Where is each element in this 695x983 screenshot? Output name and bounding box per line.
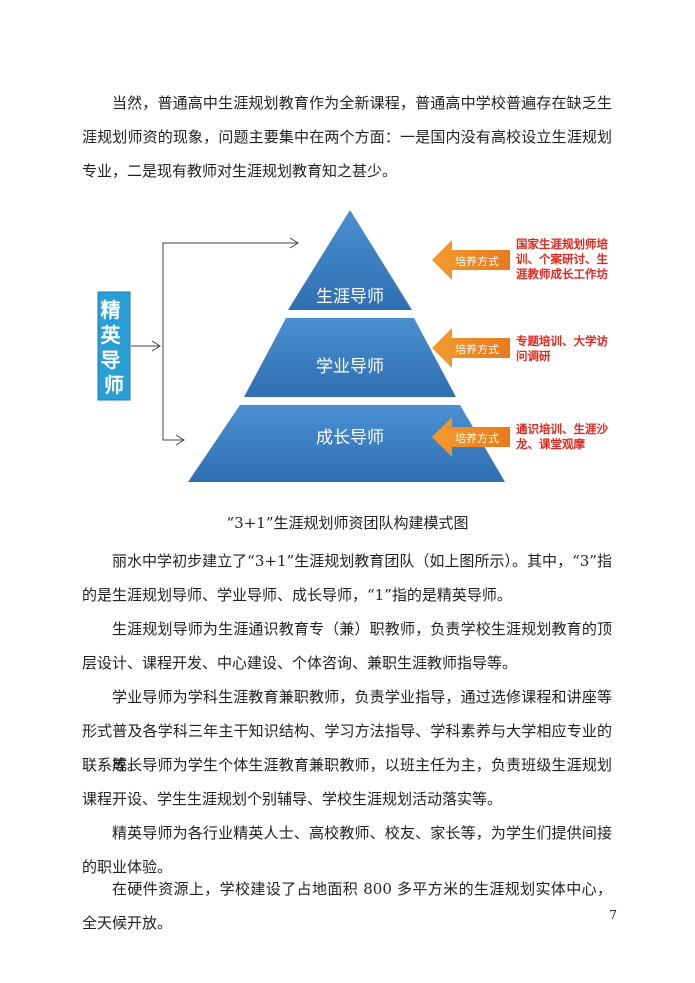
pyramid-tier-top [288,210,412,310]
svg-text:龙、课堂观摩: 龙、课堂观摩 [515,437,585,451]
svg-text:涯教师成长工作坊: 涯教师成长工作坊 [516,267,608,281]
tier-label-2: 学业导师 [316,357,384,377]
page-number: 7 [609,908,617,922]
svg-text:训、个案研讨、生: 训、个案研讨、生 [516,252,608,266]
arrow-label-1: 培养方式 [455,254,499,268]
paragraph-intro: 当然，普通高中生涯规划教育作为全新课程，普通高中学校普遍存在缺乏生涯规划师资的现… [82,94,612,180]
training-arrow-2: 培养方式 [432,328,510,368]
svg-text:国家生涯规划师培: 国家生涯规划师培 [516,237,608,251]
paragraph-academic-mentor: 学业导师为学科生涯教育兼职教师，负责学业指导，通过选修课程和讲座等形式普及各学科… [82,688,612,774]
side-box-label: 精 英 导 师 [101,298,128,397]
svg-text:通识培训、生涯沙: 通识培训、生涯沙 [516,422,608,436]
side-box [97,291,131,401]
team-structure-diagram: 生涯导师 学业导师 成长导师 精 英 导 师 培养方式 培养方式 培养方式 国家… [97,210,608,482]
svg-text:问调研: 问调研 [516,349,551,363]
paragraph-growth-mentor: 成长导师为学生个体生涯教育兼职教师，以班主任为主，负责班级生涯规划课程开设、学生… [82,756,612,808]
tier-label-3: 成长导师 [316,428,384,448]
arrow-label-2: 培养方式 [455,342,499,356]
svg-text:专题培训、大学访: 专题培训、大学访 [516,334,608,348]
pyramid-tier-middle [244,318,456,397]
method-text-3: 通识培训、生涯沙 龙、课堂观摩 [515,422,608,451]
paragraph-career-mentor: 生涯规划导师为生涯通识教育专（兼）职教师，负责学校生涯规划教育的顶层设计、课程开… [82,620,612,672]
arrow-label-3: 培养方式 [455,431,499,445]
paragraph-hardware: 在硬件资源上，学校建设了占地面积 800 多平方米的生涯规划实体中心，全天候开放… [82,880,612,932]
pyramid-tier-bottom [188,405,505,482]
connector-lines [131,237,299,446]
paragraph-team: 丽水中学初步建立了“3+1”生涯规划教育团队（如上图所示）。其中，“3”指的是生… [82,552,612,604]
paragraph-elite-mentor: 精英导师为各行业精英人士、高校教师、校友、家长等，为学生们提供间接的职业体验。 [82,824,612,876]
figure-caption: “3+1”生涯规划师资团队构建模式图 [226,514,469,532]
method-text-2: 专题培训、大学访 问调研 [516,334,608,363]
method-text-1: 国家生涯规划师培 训、个案研讨、生 涯教师成长工作坊 [516,237,608,281]
tier-label-1: 生涯导师 [316,287,384,307]
training-arrow-3: 培养方式 [432,417,510,457]
training-arrow-1: 培养方式 [432,240,510,280]
